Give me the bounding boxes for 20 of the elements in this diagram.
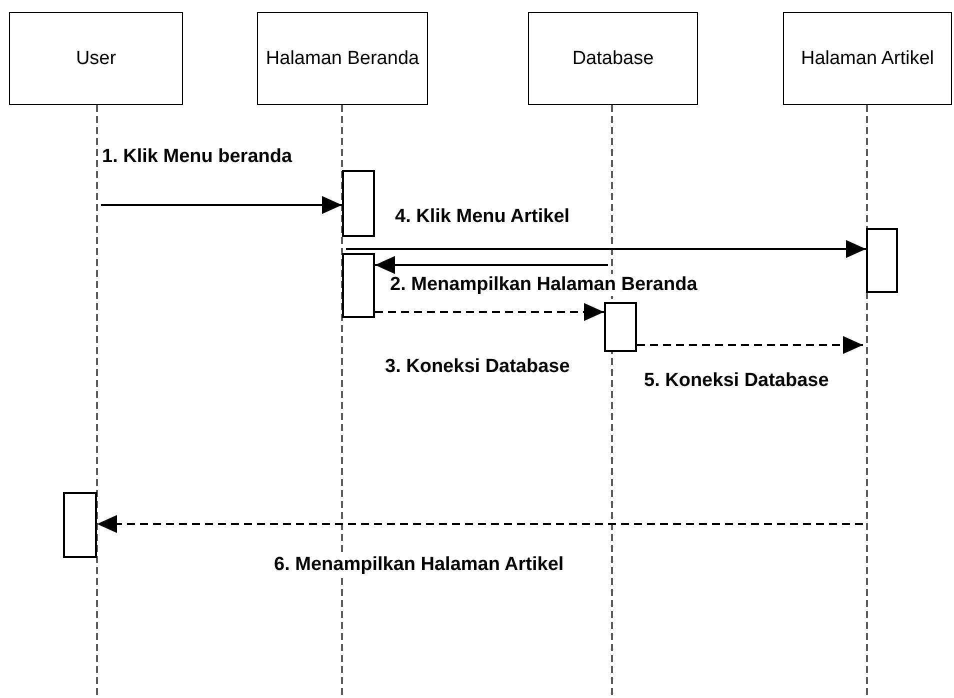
message-arrow (101, 196, 342, 214)
lifeline-header-box (783, 12, 952, 105)
message-arrow (97, 515, 863, 533)
lifeline-header-box (257, 12, 428, 105)
activation-bar (342, 253, 375, 318)
lifeline-title: Halaman Artikel (800, 46, 936, 71)
edge-label: 2. Menampilkan Halaman Beranda (388, 274, 700, 296)
activation-bar (63, 492, 97, 558)
lifeline-header-box (528, 12, 698, 105)
activation-bar (866, 228, 898, 293)
lifeline-title: User (74, 46, 118, 71)
message-arrow (637, 336, 863, 354)
activation-bar (342, 170, 375, 237)
message-arrow (346, 240, 866, 258)
message-arrow (375, 256, 608, 274)
lifeline-title: Database (571, 46, 655, 71)
lifeline-title: Halaman Beranda (264, 46, 420, 71)
lifeline-header-box (9, 12, 183, 105)
message-arrow (375, 303, 604, 321)
activation-bar (604, 302, 637, 352)
